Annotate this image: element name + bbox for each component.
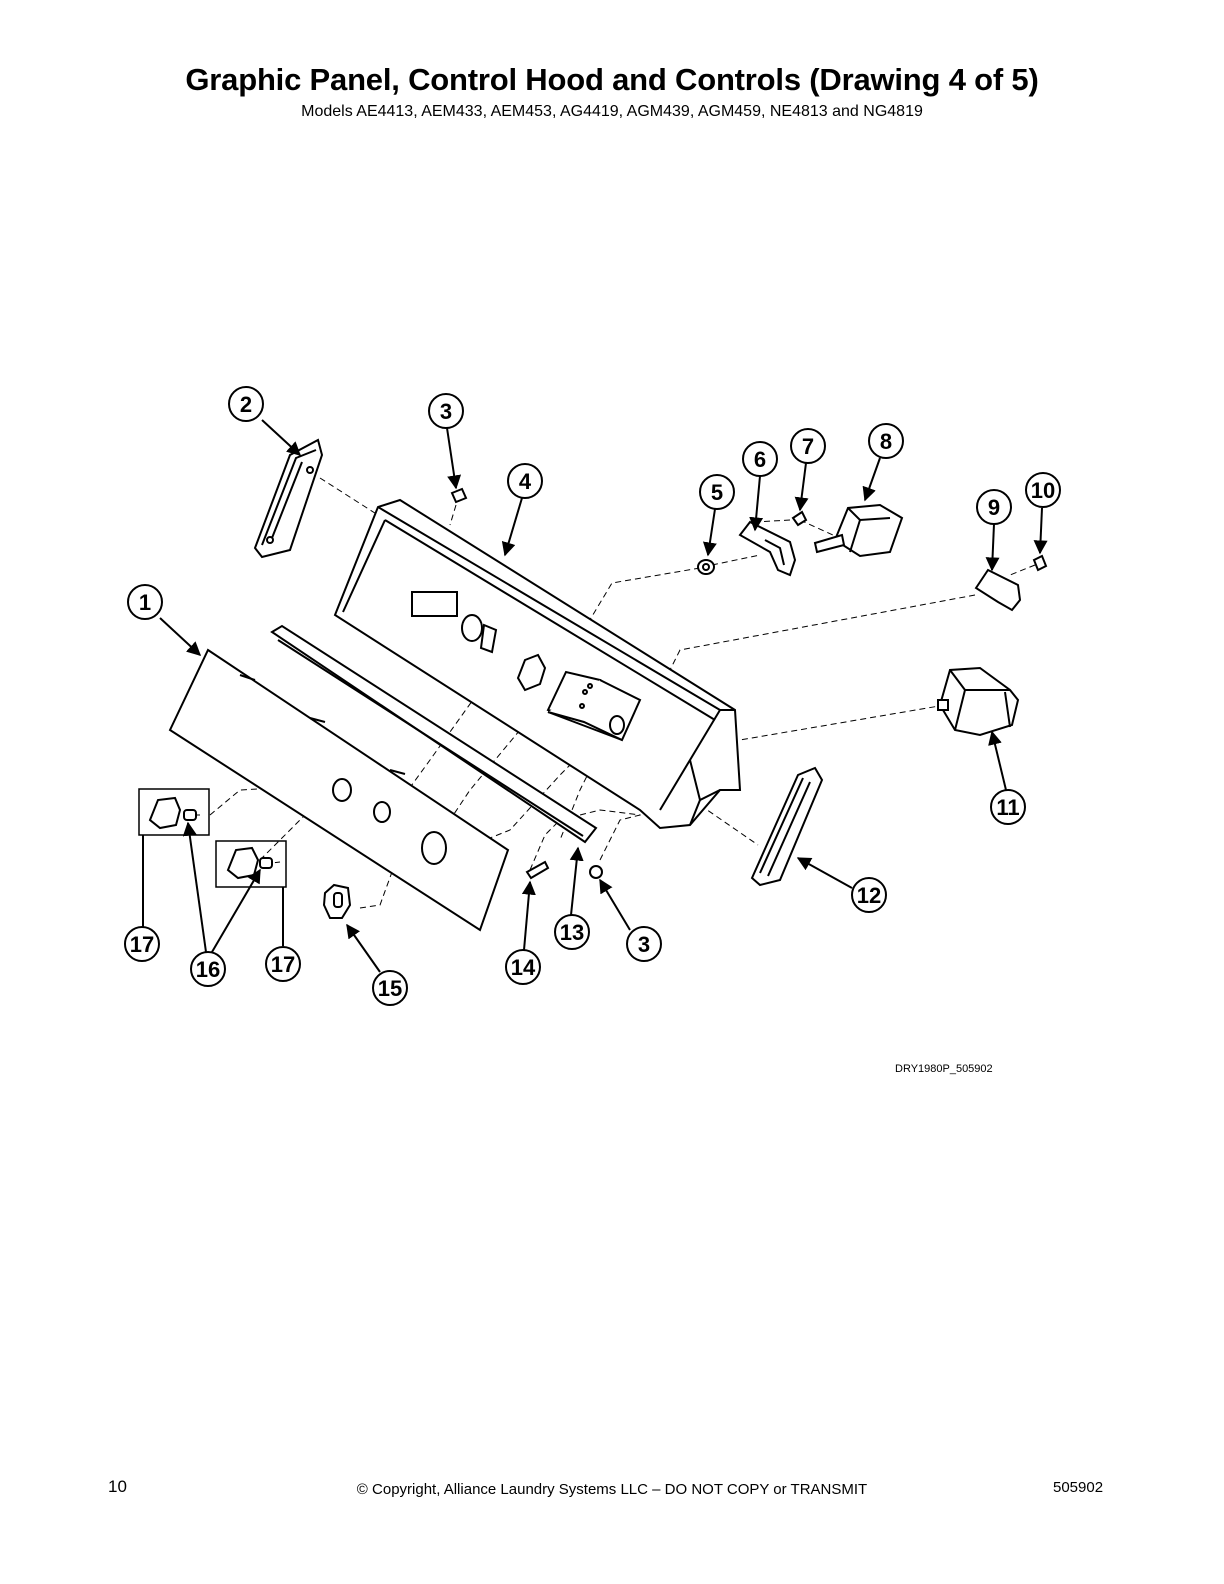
timer: [937, 666, 1020, 737]
clip: [974, 568, 1022, 612]
nut: [697, 559, 715, 575]
callout-10: 10: [1025, 472, 1061, 508]
svg-text:13: 13: [560, 920, 584, 945]
svg-text:9: 9: [988, 495, 1000, 520]
svg-text:1: 1: [139, 590, 151, 615]
callout-16: 16: [190, 951, 226, 987]
callout-8: 8: [868, 423, 904, 459]
graphic-panel: [168, 648, 510, 932]
knob-box-left: [138, 788, 210, 836]
rotary-switch: [813, 503, 904, 558]
callout-4: 4: [507, 463, 543, 499]
switch-bracket: [738, 520, 797, 577]
svg-text:15: 15: [378, 976, 402, 1001]
copyright-notice: © Copyright, Alliance Laundry Systems LL…: [356, 1481, 868, 1498]
control-hood: [333, 498, 742, 830]
callouts: 1 2 3 4 5 6 7 8 9 10 11 12 13 3 14: [124, 386, 1061, 1006]
svg-text:3: 3: [638, 932, 650, 957]
page-subtitle: Models AE4413, AEM433, AEM453, AG4419, A…: [301, 103, 923, 120]
svg-text:16: 16: [196, 957, 220, 982]
svg-text:6: 6: [754, 447, 766, 472]
svg-text:8: 8: [880, 429, 892, 454]
callout-6: 6: [742, 441, 778, 477]
callout-9: 9: [976, 489, 1012, 525]
callout-1: 1: [127, 584, 163, 620]
screw-lower-right: [589, 865, 603, 879]
screw-small: [791, 510, 808, 527]
callout-3-bottom: 3: [626, 926, 662, 962]
knob-box-right: [215, 840, 287, 888]
callout-13: 13: [554, 914, 590, 950]
svg-text:7: 7: [802, 434, 814, 459]
svg-text:11: 11: [996, 795, 1019, 820]
screw-clip: [1032, 554, 1048, 572]
knob-round: [322, 883, 352, 919]
page-title: Graphic Panel, Control Hood and Controls…: [185, 62, 1039, 97]
svg-text:10: 10: [1031, 478, 1055, 503]
callout-11: 11: [990, 789, 1026, 825]
screw-lower-left: [525, 860, 550, 880]
callout-17-right: 17: [265, 946, 301, 982]
svg-text:3: 3: [440, 399, 452, 424]
callout-14: 14: [505, 949, 541, 985]
callout-5: 5: [699, 474, 735, 510]
screw-top: [450, 487, 468, 504]
callout-3-top: 3: [428, 393, 464, 429]
callout-12: 12: [851, 877, 887, 913]
svg-text:5: 5: [711, 480, 723, 505]
left-end-cap: [253, 438, 324, 559]
callout-7: 7: [790, 428, 826, 464]
trim-strip: [270, 624, 598, 844]
right-end-cap: [750, 766, 824, 887]
svg-text:2: 2: [240, 392, 252, 417]
callout-15: 15: [372, 970, 408, 1006]
drawing-code: DRY1980P_505902: [895, 1063, 993, 1075]
svg-text:17: 17: [130, 932, 154, 957]
callout-2: 2: [228, 386, 264, 422]
svg-text:4: 4: [519, 469, 532, 494]
svg-text:17: 17: [271, 952, 295, 977]
leader-lines: [142, 419, 1048, 973]
page-number: 10: [108, 1477, 127, 1496]
svg-text:12: 12: [857, 883, 881, 908]
svg-text:14: 14: [511, 955, 536, 980]
document-number: 505902: [1053, 1479, 1104, 1496]
callout-17-left: 17: [124, 926, 160, 962]
